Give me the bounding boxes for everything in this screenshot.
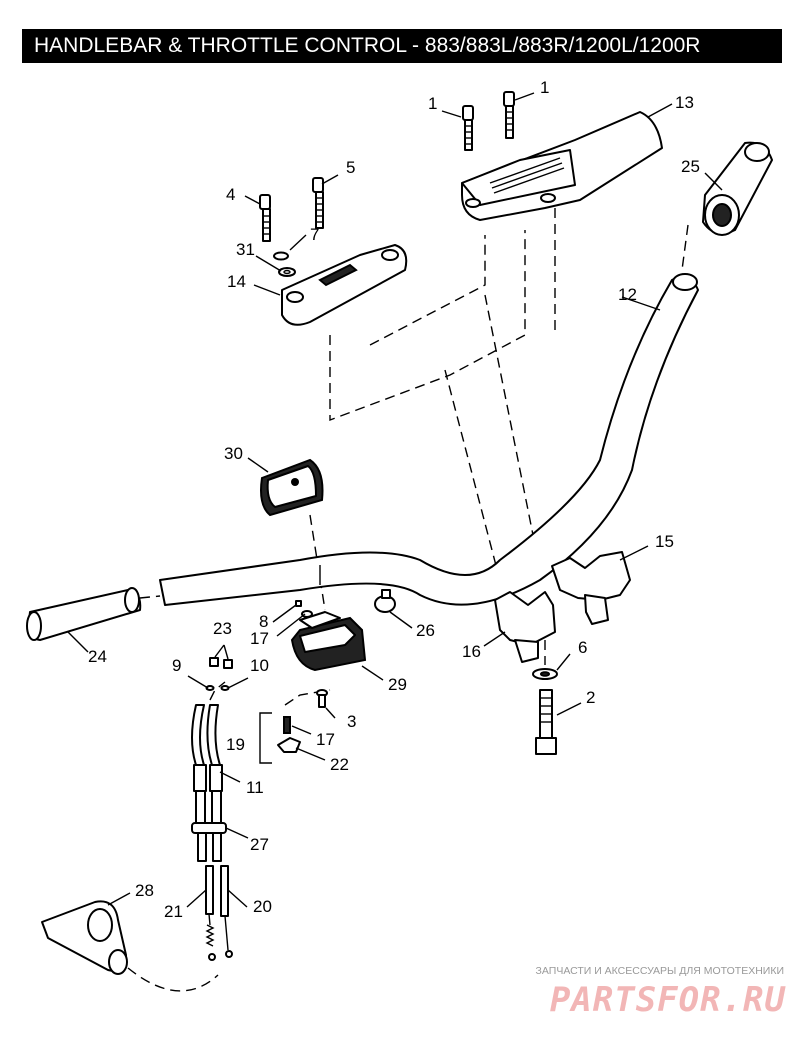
callout-11: 11: [246, 778, 264, 797]
callout-27: 27: [250, 835, 269, 854]
callout-15: 15: [655, 532, 674, 551]
riser-bolt-part-4[interactable]: [259, 194, 271, 242]
callout-14: 14: [227, 272, 246, 291]
watermark-logo: PARTSFOR.RU: [549, 980, 786, 1020]
callout-19: 19: [226, 735, 245, 754]
adjuster-part-22[interactable]: [277, 737, 301, 753]
watermark-tagline: ЗАПЧАСТИ И АКСЕССУАРЫ ДЛЯ МОТОТЕХНИКИ: [535, 965, 784, 977]
washer-part-6[interactable]: [532, 668, 558, 680]
pin-part-10[interactable]: [220, 685, 230, 691]
throttle-housing-part-29[interactable]: [290, 611, 367, 672]
throttle-cable-part-11[interactable]: [191, 704, 223, 826]
callout-5: 5: [346, 158, 355, 177]
callout-numbers: 1 1 2 3 4 5 6 7 8 9 10 11 12 13 14 15 16…: [88, 78, 700, 921]
callout-25: 25: [681, 157, 700, 176]
riser-bolt-part-5[interactable]: [312, 177, 324, 229]
callout-9: 9: [172, 656, 181, 675]
callout-16: 16: [462, 642, 481, 661]
bracket-19: [259, 712, 272, 764]
callout-8: 8: [259, 612, 268, 631]
switch-cover-part-30[interactable]: [260, 458, 324, 517]
throttle-cable-part-21[interactable]: [205, 865, 216, 961]
ferrule-part-17-lower[interactable]: [283, 716, 291, 734]
callout-20: 20: [253, 897, 272, 916]
riser-part-16[interactable]: [494, 591, 556, 663]
callout-23: 23: [213, 619, 232, 638]
idle-cable-part-20[interactable]: [220, 865, 233, 958]
cable-strap-part-26[interactable]: [374, 589, 396, 613]
callout-22: 22: [330, 755, 349, 774]
screw-part-8[interactable]: [295, 600, 302, 607]
riser-part-15[interactable]: [551, 551, 631, 625]
callout-2: 2: [586, 688, 595, 707]
riser-top-clamp-part-14[interactable]: [281, 244, 408, 326]
callout-26: 26: [416, 621, 435, 640]
clamp-bolt-part-1-left[interactable]: [462, 105, 474, 151]
washer-part-31[interactable]: [278, 267, 296, 277]
callout-1-left: 1: [428, 94, 437, 113]
callout-3: 3: [347, 712, 356, 731]
callout-1-right: 1: [540, 78, 549, 97]
callout-31: 31: [236, 240, 255, 259]
block-part-23-left[interactable]: [209, 657, 219, 667]
handlebar-part-12[interactable]: [159, 273, 699, 606]
left-grip-part-24[interactable]: [26, 587, 142, 641]
washer-part-7[interactable]: [273, 251, 289, 261]
callout-28: 28: [135, 881, 154, 900]
callout-30: 30: [224, 444, 243, 463]
callout-21: 21: [164, 902, 183, 921]
callout-4: 4: [226, 185, 235, 204]
screw-part-3[interactable]: [316, 689, 328, 708]
upper-clamp-part-13[interactable]: [461, 111, 663, 221]
cable-clip-part-27[interactable]: [191, 822, 227, 862]
diagram-title: HANDLEBAR & THROTTLE CONTROL - 883/883L/…: [22, 29, 782, 63]
callout-17-upper: 17: [250, 629, 269, 648]
cable-guide-part-28[interactable]: [41, 900, 128, 975]
pin-part-9[interactable]: [205, 685, 215, 691]
callout-29: 29: [388, 675, 407, 694]
callout-12: 12: [618, 285, 637, 304]
callout-10: 10: [250, 656, 269, 675]
callout-7: 7: [310, 225, 319, 244]
washer-part-17-upper[interactable]: [301, 610, 313, 618]
clamp-bolt-part-1-right[interactable]: [503, 91, 515, 139]
callout-17-lower: 17: [316, 730, 335, 749]
right-grip-part-25[interactable]: [702, 141, 773, 236]
callout-leader-lines: [67, 92, 723, 908]
block-part-23-right[interactable]: [223, 659, 233, 669]
callout-6: 6: [578, 638, 587, 657]
callout-24: 24: [88, 647, 107, 666]
riser-bolt-part-2[interactable]: [535, 689, 557, 755]
callout-13: 13: [675, 93, 694, 112]
